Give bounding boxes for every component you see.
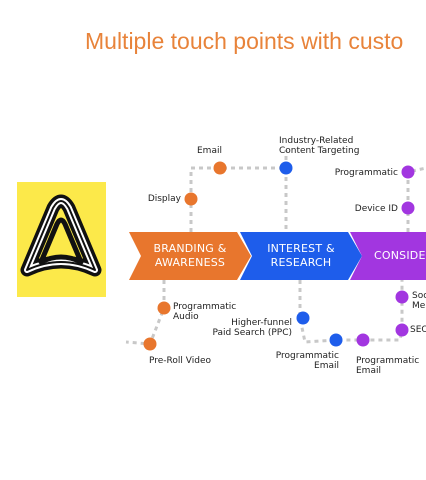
brand-logo — [17, 182, 106, 297]
label-pre-roll: Pre-Roll Video — [149, 356, 211, 366]
label-prog-audio-line2: Audio — [173, 312, 199, 322]
dot-prog-email-a — [329, 333, 343, 347]
label-higher-funnel: Higher-funnel Paid Search (PPC) — [204, 318, 292, 338]
chevron-shape — [240, 232, 362, 280]
label-prog-email-a-line2: Email — [314, 361, 339, 371]
page-title: Multiple touch points with custo — [85, 28, 404, 54]
label-higher-line1: Higher-funnel — [231, 318, 292, 328]
stage-branding-awareness: BRANDING & AWARENESS — [129, 232, 251, 280]
stage-interest-research: INTEREST & RESEARCH — [240, 232, 362, 280]
label-social-line2: Me — [412, 301, 426, 311]
stage-label-line2: RESEARCH — [270, 256, 332, 269]
label-social-line1: Soc — [412, 291, 426, 301]
label-industry-line2: Content Targeting — [279, 146, 360, 156]
dot-pre-roll — [143, 337, 157, 351]
dot-programmatic — [401, 165, 415, 179]
label-industry: Industry-Related Content Targeting — [279, 136, 359, 156]
stage-label-line1: INTEREST & — [267, 242, 335, 255]
label-prog-email-b-line1: Programmatic — [356, 356, 420, 366]
dot-display — [184, 192, 198, 206]
stage-label-line1: CONSIDER — [374, 249, 426, 262]
label-social: Soc Me — [412, 291, 426, 311]
label-prog-audio: Programmatic Audio — [173, 302, 236, 322]
label-prog-audio-line1: Programmatic — [173, 302, 237, 312]
chevron-shape — [129, 232, 251, 280]
label-prog-email-b-line2: Email — [356, 366, 381, 376]
logo-icon — [20, 194, 102, 277]
label-prog-email-a: Programmatic Email — [268, 351, 339, 371]
label-device-id: Device ID — [354, 204, 398, 214]
label-higher-line2: Paid Search (PPC) — [212, 328, 292, 338]
dot-prog-email-b — [356, 333, 370, 347]
stage-consider: CONSIDER — [350, 232, 426, 280]
dot-prog-audio — [157, 301, 171, 315]
label-seo: SEO — [410, 325, 426, 335]
chevron-shape — [350, 232, 426, 280]
dot-device-id — [401, 201, 415, 215]
stage-label-line2: AWARENESS — [154, 256, 226, 269]
dot-social — [395, 290, 409, 304]
label-industry-line1: Industry-Related — [279, 136, 354, 146]
label-programmatic: Programmatic — [334, 168, 398, 178]
connector-consider-top — [406, 166, 426, 232]
label-prog-email-a-line1: Programmatic — [275, 351, 339, 361]
dot-email — [213, 161, 227, 175]
label-email: Email — [197, 146, 222, 156]
dot-higher-funnel — [296, 311, 310, 325]
dot-seo — [395, 323, 409, 337]
stage-label-line1: BRANDING & — [153, 242, 227, 255]
label-prog-email-b: Programmatic Email — [356, 356, 419, 376]
dot-industry — [279, 161, 293, 175]
label-display: Display — [147, 194, 181, 204]
